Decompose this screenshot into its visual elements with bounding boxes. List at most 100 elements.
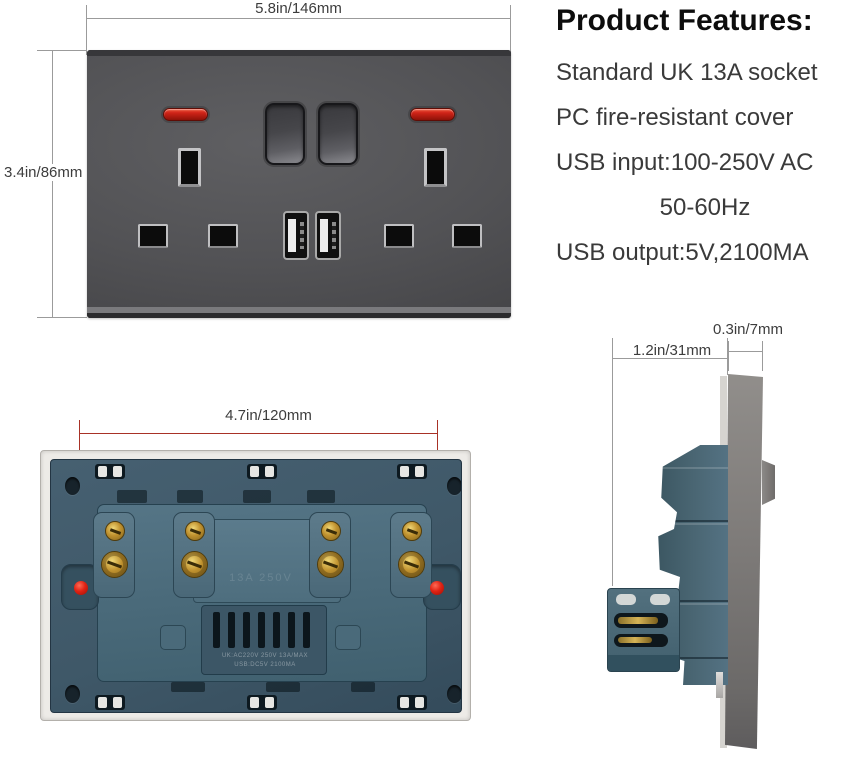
mounting-clip xyxy=(397,464,427,479)
earth-pin-slot-left xyxy=(178,148,201,187)
terminal-screw-icon xyxy=(398,551,425,578)
mounting-clip xyxy=(95,464,125,479)
side-thickness-line xyxy=(728,351,762,352)
switch-side-profile xyxy=(762,460,775,505)
plate-bottom-highlight xyxy=(87,307,511,313)
mechanism-knob xyxy=(160,625,186,650)
feature-item: USB input:100-250V AC xyxy=(556,149,814,176)
terminal-boss xyxy=(309,512,351,598)
vent-slot xyxy=(258,612,265,648)
usb-contacts xyxy=(332,222,336,249)
module-print-line: USB:DC5V 2100MA xyxy=(234,662,296,668)
terminal-screw-icon xyxy=(317,551,344,578)
usb-port-right[interactable] xyxy=(315,211,341,260)
vent-cutout xyxy=(117,490,147,503)
mounting-clip xyxy=(247,695,277,710)
side-view: 0.3in/7mm 1.2in/31mm xyxy=(595,315,854,768)
back-mounting-frame: 13A 250V UK:AC220V 250V 13A/MAX USB:DC5V… xyxy=(40,450,471,721)
mechanism-seam xyxy=(658,600,728,602)
mechanism-seam xyxy=(658,657,728,659)
earth-pin-slot-right xyxy=(424,148,447,187)
mounting-clip xyxy=(95,695,125,710)
brass-contact xyxy=(618,617,658,624)
molded-rating-text: 13A 250V xyxy=(229,572,293,584)
vent-cutout xyxy=(266,682,300,692)
vent-slot xyxy=(213,612,220,648)
faceplate-side-profile xyxy=(725,374,763,749)
corner-screw-hole xyxy=(65,477,80,495)
features-list: Standard UK 13A socket PC fire-resistant… xyxy=(556,50,854,275)
front-view: 5.8in/146mm 3.4in/86mm xyxy=(0,0,540,335)
terminal-screw-icon xyxy=(185,521,205,541)
socket-front-plate xyxy=(87,50,511,318)
product-features-panel: Product Features: Standard UK 13A socket… xyxy=(556,4,854,275)
side-thickness-label: 0.3in/7mm xyxy=(712,321,784,338)
side-thickness-tick-right xyxy=(762,341,763,371)
neon-indicator-right xyxy=(410,108,455,121)
front-width-dimension-line xyxy=(86,18,511,19)
terminal-boss xyxy=(173,512,215,598)
mounting-point-marker-right xyxy=(430,581,444,595)
terminal-screw-icon xyxy=(181,551,208,578)
feature-item: Standard UK 13A socket xyxy=(556,59,818,86)
module-print-line: UK:AC220V 250V 13A/MAX xyxy=(221,653,309,659)
mechanism-highlight xyxy=(658,523,728,525)
terminal-screw-icon xyxy=(321,521,341,541)
usb-module-vent: UK:AC220V 250V 13A/MAX USB:DC5V 2100MA xyxy=(201,605,327,675)
terminal-slot xyxy=(614,634,668,647)
vent-slot xyxy=(288,612,295,648)
front-height-tick-bottom xyxy=(37,317,87,318)
vent-slot xyxy=(303,612,310,648)
mounting-clip xyxy=(247,464,277,479)
plate-top-edge xyxy=(87,50,511,56)
terminal-screw-icon xyxy=(402,521,422,541)
side-depth-label: 1.2in/31mm xyxy=(632,342,712,359)
terminal-block-side-profile xyxy=(607,588,680,672)
vent-cutout xyxy=(177,490,203,503)
back-view: 4.7in/120mm xyxy=(30,400,480,730)
side-thickness-tick-left xyxy=(728,341,729,371)
brass-contact xyxy=(618,637,652,643)
terminal-boss xyxy=(93,512,135,598)
corner-screw-hole xyxy=(65,685,80,703)
rocker-switch-left[interactable] xyxy=(265,103,305,165)
mounting-clip xyxy=(397,695,427,710)
neon-indicator-left xyxy=(163,108,208,121)
side-depth-line xyxy=(612,358,728,359)
terminal-clamp xyxy=(650,594,670,605)
vent-cutout xyxy=(243,490,271,503)
vent-cutout xyxy=(171,682,205,692)
vent-slot xyxy=(243,612,250,648)
front-width-extension-left xyxy=(86,5,87,55)
usb-tongue xyxy=(288,219,296,252)
terminal-screw-icon xyxy=(105,521,125,541)
terminal-screw-icon xyxy=(101,551,128,578)
vent-slot xyxy=(228,612,235,648)
front-width-extension-right xyxy=(510,5,511,55)
front-height-dimension-label: 3.4in/86mm xyxy=(2,164,85,181)
front-height-dimension-line xyxy=(52,50,53,317)
front-width-dimension-label: 5.8in/146mm xyxy=(255,0,342,17)
features-title: Product Features: xyxy=(556,4,813,37)
mechanism-seam xyxy=(658,520,728,522)
rocker-switch-right[interactable] xyxy=(318,103,358,165)
usb-tongue xyxy=(320,219,328,252)
corner-screw-hole xyxy=(447,477,461,495)
side-depth-extension-left xyxy=(612,338,613,586)
terminal-base xyxy=(608,655,679,671)
mounting-point-marker-left xyxy=(74,581,88,595)
corner-screw-hole xyxy=(447,685,461,703)
plate-bottom-edge xyxy=(87,313,511,318)
usb-port-left[interactable] xyxy=(283,211,309,260)
back-hole-spacing-label: 4.7in/120mm xyxy=(225,407,312,424)
usb-contacts xyxy=(300,222,304,249)
side-depth-extension-right xyxy=(727,338,728,375)
neutral-pin-slot-left-socket xyxy=(208,224,238,248)
mechanism-knob xyxy=(335,625,361,650)
vent-slot xyxy=(273,612,280,648)
live-pin-slot-left-socket xyxy=(138,224,168,248)
mechanism-highlight xyxy=(658,603,728,605)
neutral-pin-slot-right-socket xyxy=(452,224,482,248)
terminal-clamp xyxy=(616,594,636,605)
back-plate: 13A 250V UK:AC220V 250V 13A/MAX USB:DC5V… xyxy=(50,459,462,713)
